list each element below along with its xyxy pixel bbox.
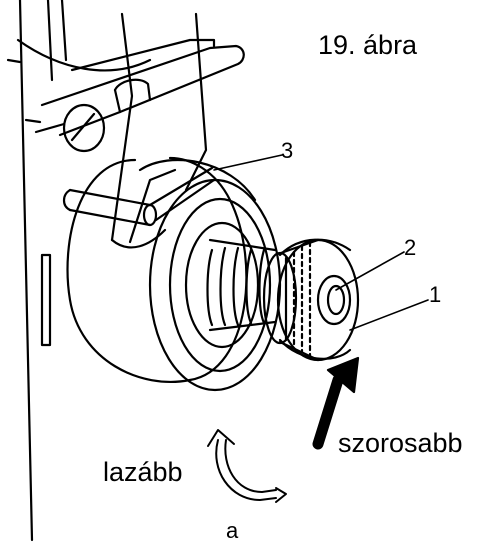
tension-disc-housing xyxy=(66,156,282,392)
figure-title: 19. ábra xyxy=(318,30,418,60)
screw-head xyxy=(34,103,106,153)
rotation-label: a xyxy=(226,518,239,543)
label-tighter: szorosabb xyxy=(338,428,463,458)
label-looser: lazább xyxy=(103,457,183,487)
tension-nut xyxy=(262,238,360,362)
tension-spring xyxy=(206,238,277,332)
callout-1: 1 xyxy=(429,282,442,307)
callout-2: 2 xyxy=(404,235,417,260)
thread-path xyxy=(110,12,208,249)
tension-stud xyxy=(316,274,352,326)
machine-frame xyxy=(6,0,152,542)
thread-check-pin xyxy=(62,166,216,227)
thread-guide-bracket xyxy=(40,38,245,137)
callout-3: 3 xyxy=(281,138,294,163)
looser-arrow-icon xyxy=(207,429,287,503)
tighter-arrow-icon xyxy=(312,356,360,450)
callout-leaders xyxy=(213,154,429,331)
